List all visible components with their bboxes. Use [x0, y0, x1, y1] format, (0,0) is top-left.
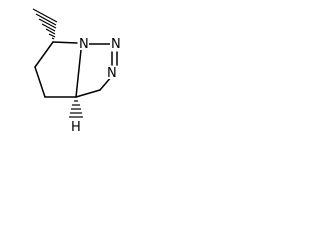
atom-n2-label: N [111, 37, 121, 52]
h-hashed-wedge [69, 100, 83, 118]
atom-n1-label: N [79, 37, 89, 52]
bond-c6-n1 [52, 41, 78, 44]
bond-c6-c5 [34, 41, 54, 68]
bond-c3-c3a [75, 89, 101, 98]
atom-n3-label: N [107, 66, 117, 81]
atom-labels: N N N H [71, 37, 121, 135]
bond-n1-c3a [75, 49, 82, 98]
atom-h-label: H [71, 120, 81, 135]
skeleton-bonds [34, 41, 118, 98]
bond-c5-c4 [34, 66, 46, 98]
molecule-diagram: N N N H [32, 8, 121, 135]
methyl-hashed-wedge [32, 8, 58, 40]
